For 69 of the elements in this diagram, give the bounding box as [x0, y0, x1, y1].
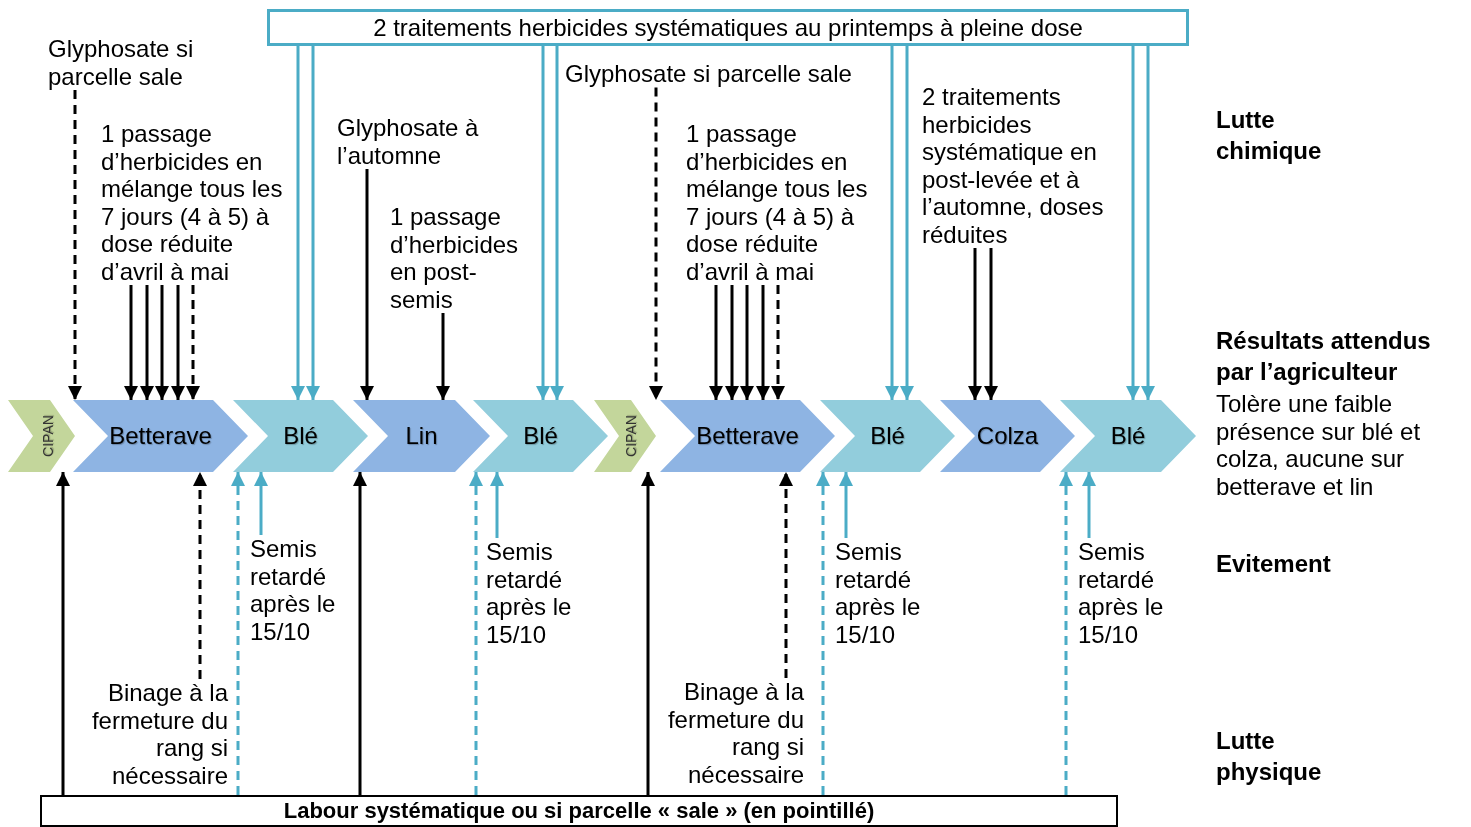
annotation-text: Semis retardé après le 15/10 — [250, 535, 350, 645]
crop-label: Blé — [870, 422, 905, 450]
arrow — [984, 248, 998, 400]
arrow — [171, 285, 185, 400]
arrow — [56, 472, 70, 795]
arrow — [649, 87, 663, 400]
annotation-text: 1 passage d’herbicides en post-semis — [390, 203, 526, 313]
arrow — [353, 472, 367, 795]
arrow — [124, 285, 138, 400]
annotation-text: Binage à la fermeture du rang si nécessaire — [84, 679, 228, 789]
arrow — [900, 46, 914, 400]
process-box — [267, 9, 1189, 46]
crop-label: Blé — [283, 422, 318, 450]
arrow — [193, 472, 207, 679]
base-box — [40, 795, 1118, 827]
arrow — [436, 313, 450, 400]
crop-label: Betterave — [109, 422, 212, 450]
arrow — [550, 46, 564, 400]
row-heading: Résultats attendus par l’agriculteur — [1216, 326, 1432, 387]
arrow — [1082, 472, 1096, 538]
arrow — [839, 472, 853, 538]
crop-label: CIPAN — [623, 415, 639, 457]
annotation-text: 1 passage d’herbicides en mélange tous les 7 jours (4 à 5) à dose réduite d’avril à mai — [686, 120, 874, 285]
arrow — [68, 90, 82, 400]
arrow — [771, 285, 785, 400]
annotation-text: 1 passage d’herbicides en mélange tous les 7 jours (4 à 5) à dose réduite d’avril à mai — [101, 120, 289, 285]
arrow — [725, 285, 739, 400]
arrow — [536, 46, 550, 400]
crop-label: Colza — [976, 422, 1039, 450]
crop-label: Blé — [523, 422, 558, 450]
arrow — [779, 472, 793, 678]
arrow — [254, 472, 268, 535]
crop-label: Blé — [1110, 422, 1146, 450]
arrow — [1126, 46, 1140, 400]
annotation-text: Semis retardé après le 15/10 — [486, 538, 586, 648]
annotation-text: Glyphosate si parcelle sale — [48, 35, 198, 90]
arrow — [360, 169, 374, 400]
annotation-text: Semis retardé après le 15/10 — [835, 538, 935, 648]
row-heading: Evitement — [1216, 549, 1332, 579]
arrow — [140, 285, 154, 400]
arrow — [490, 472, 504, 538]
arrow — [740, 285, 754, 400]
box-text: Labour systématique ou si parcelle « sale » (en pointillé) — [283, 798, 875, 824]
annotation-text: Glyphosate si parcelle sale — [565, 60, 865, 88]
arrow — [231, 472, 245, 795]
crop-label: Lin — [405, 422, 438, 450]
arrow — [756, 285, 770, 400]
note-text: Tolère une faible présence sur blé et colza, aucune sur betterave et lin — [1216, 390, 1422, 500]
annotation-text: Semis retardé après le 15/10 — [1078, 538, 1178, 648]
arrow — [291, 46, 305, 400]
crop-label: Betterave — [696, 422, 799, 450]
arrow — [186, 285, 200, 400]
arrow — [968, 248, 982, 400]
crop-label: CIPAN — [39, 415, 56, 457]
arrow — [1059, 472, 1073, 795]
box-text: 2 traitements herbicides systématiques au printemps à pleine dose — [373, 13, 1083, 42]
arrow — [1141, 46, 1155, 400]
arrow — [641, 472, 655, 795]
annotation-text: Binage à la fermeture du rang si nécessaire — [660, 678, 804, 788]
row-heading: Lutte physique — [1216, 726, 1323, 787]
annotation-text: Glyphosate à l’automne — [337, 114, 485, 169]
row-heading: Lutte chimique — [1216, 105, 1323, 166]
arrow — [709, 285, 723, 400]
arrow — [155, 285, 169, 400]
arrow — [306, 46, 320, 400]
arrow — [816, 472, 830, 795]
arrow — [885, 46, 899, 400]
arrow — [469, 472, 483, 795]
annotation-text: 2 traitements herbicides systématique en post-levée et à l’automne, doses réduites — [922, 83, 1110, 248]
